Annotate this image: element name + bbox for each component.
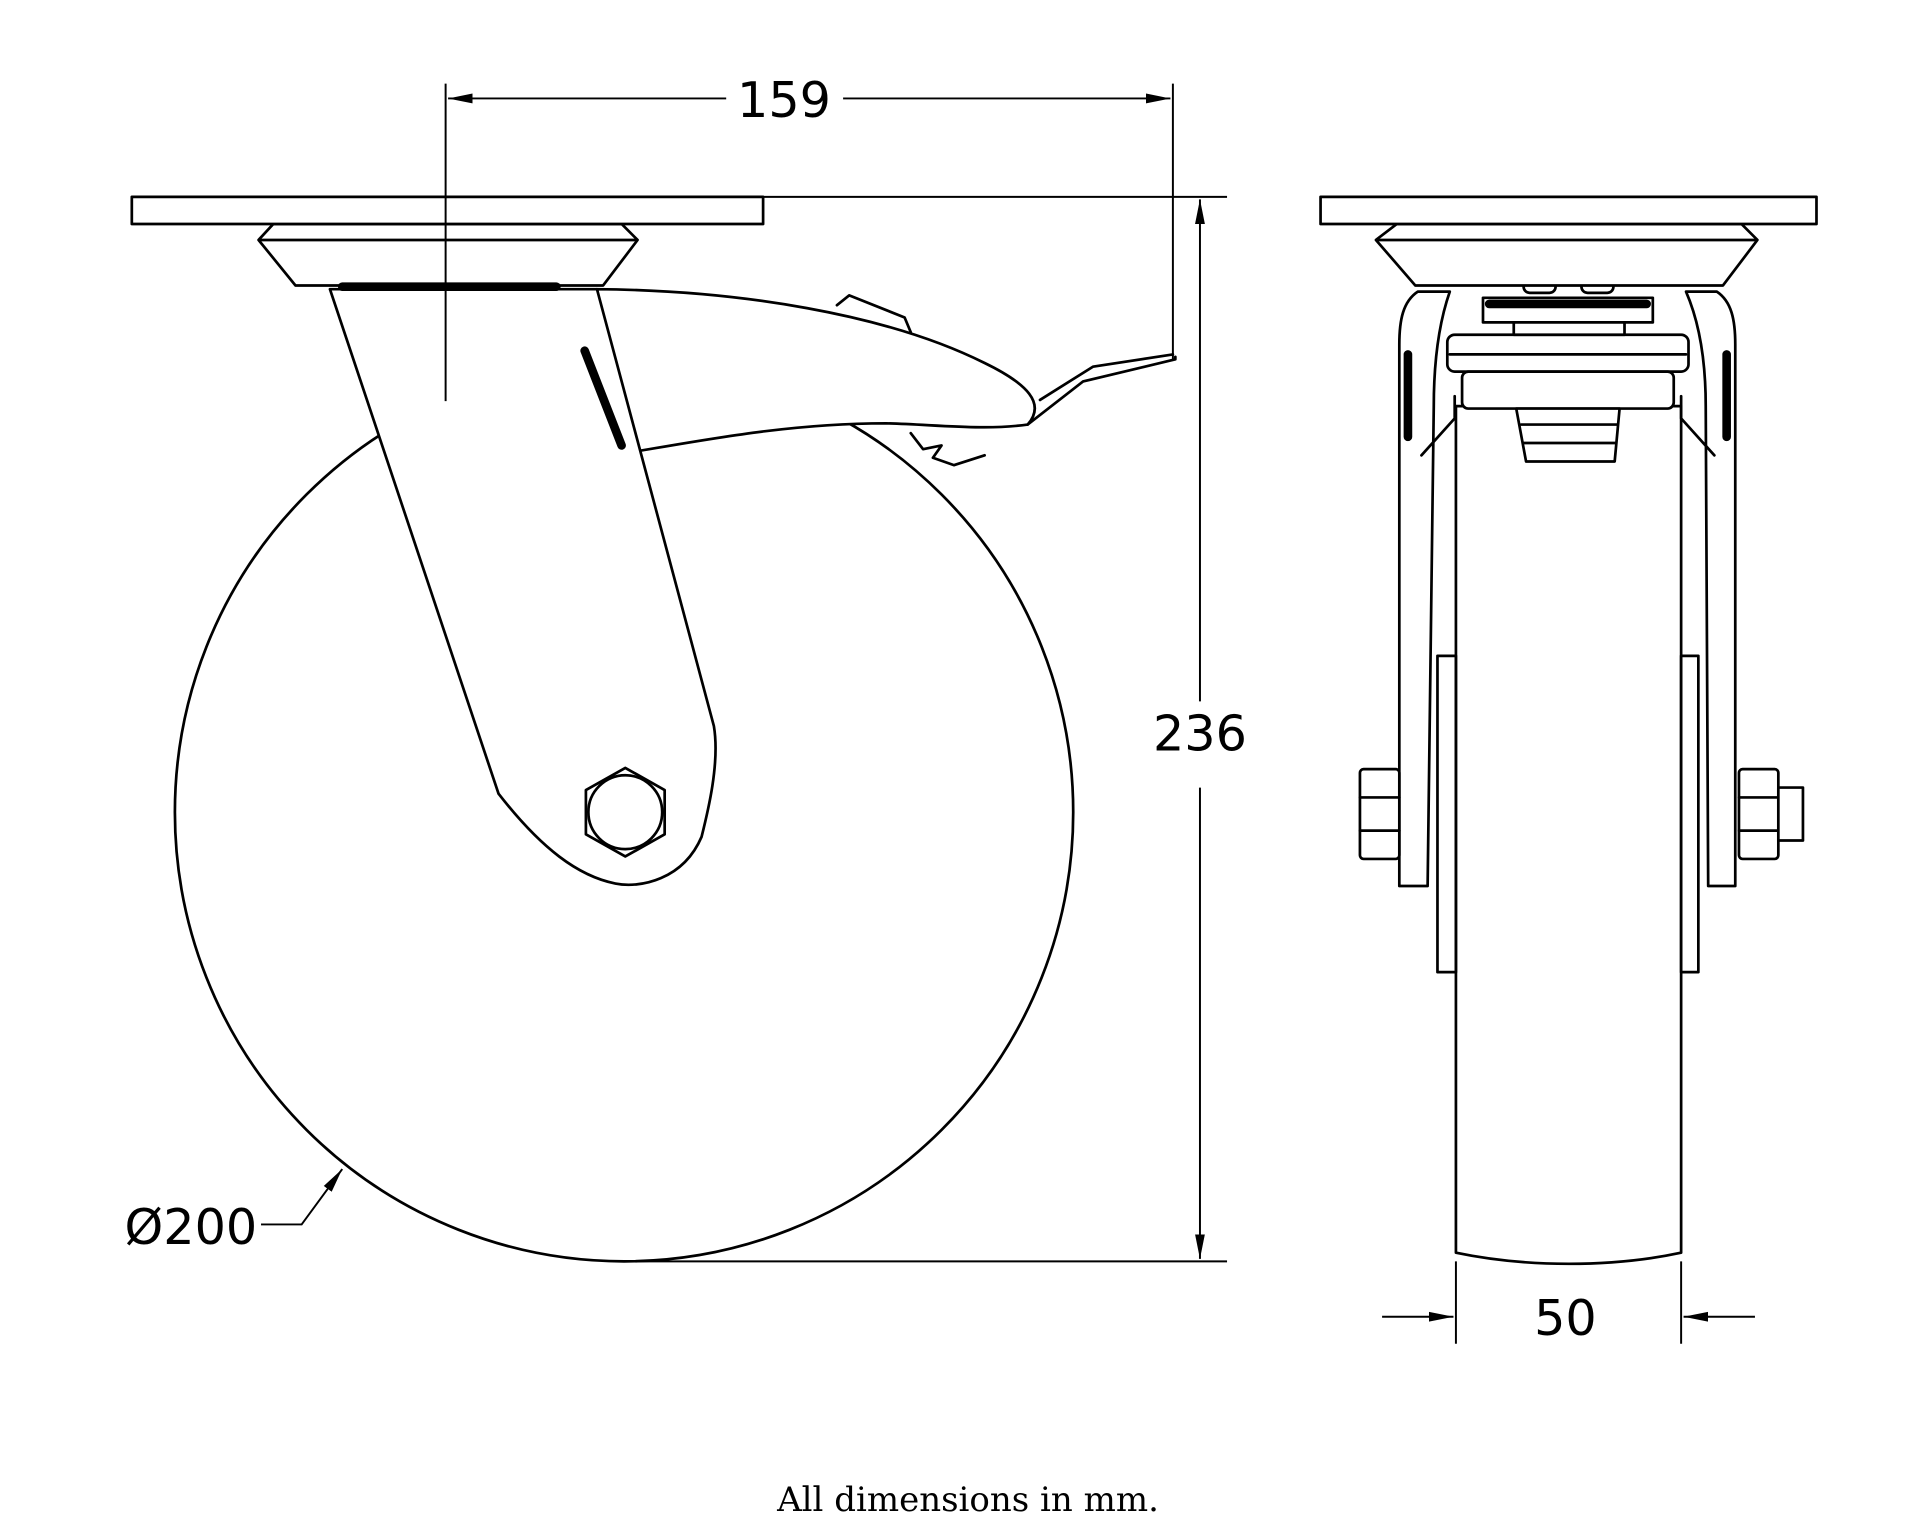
brake-spring [909, 431, 986, 467]
dimension-width: 50 [1382, 1261, 1755, 1347]
top-plate-side [130, 195, 765, 226]
hub-right [1679, 654, 1700, 974]
caption: All dimensions in mm. [777, 1480, 1159, 1520]
dimension-diameter: Ø200 [125, 1168, 344, 1256]
axle-nut-right [1737, 767, 1780, 861]
wheel-front [1454, 404, 1683, 1266]
axle-nut-left [1358, 767, 1401, 861]
side-view [130, 195, 1177, 1263]
brake-clip [835, 293, 913, 334]
dimension-diameter-label: Ø200 [125, 1198, 258, 1256]
dimension-height-label: 236 [1153, 705, 1247, 763]
hex-nut-icon [584, 766, 667, 858]
dimension-width-label: 50 [1534, 1289, 1597, 1347]
front-view [1319, 195, 1818, 1266]
swivel-bearing-side [257, 222, 639, 287]
dimension-offset: 159 [444, 71, 1228, 402]
brake-pedal [1026, 355, 1177, 426]
fork-leg-left [1397, 290, 1452, 888]
swivel-bearing-front [1374, 222, 1759, 287]
hub-left [1436, 654, 1458, 974]
dimension-offset-label: 159 [737, 71, 831, 129]
fork-leg-right [1684, 290, 1737, 888]
axle-end [1776, 786, 1805, 842]
top-plate-front [1319, 195, 1818, 226]
brake-lever [595, 287, 1037, 455]
dimension-height: 236 [625, 199, 1247, 1263]
brake-shoe [1514, 407, 1621, 463]
axle [587, 773, 664, 851]
